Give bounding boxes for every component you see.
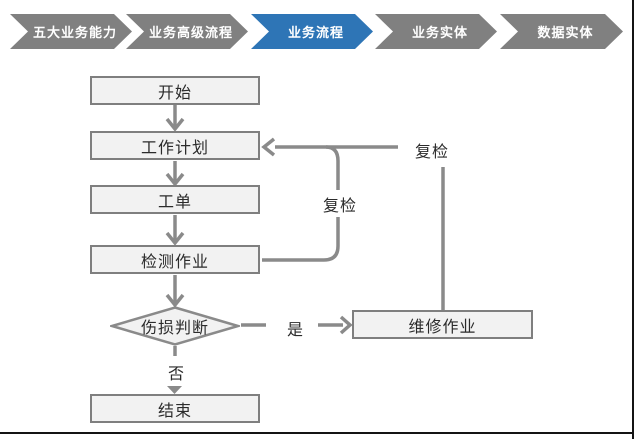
arrowhead-down-inspect-icon [165,231,185,246]
breadcrumb-step-label: 业务流程 [287,25,344,40]
edge-inspect-feedback-upper [325,145,340,190]
arrowhead-down-decision-icon [165,293,185,308]
breadcrumb: 五大业务能力 业务高级流程 业务流程 业务实体 数据实体 [0,0,634,60]
frame-bottom-line [0,432,634,434]
node-work-plan-label: 工作计划 [140,139,209,157]
breadcrumb-step-label: 业务实体 [411,25,468,40]
node-end: 结束 [90,394,260,423]
breadcrumb-step-label: 业务高级流程 [148,25,233,40]
breadcrumb-step-label: 数据实体 [537,25,594,40]
arrowhead-down-plan-icon [165,117,185,132]
edge-label-recheck-inspect: 复检 [320,191,360,217]
breadcrumb-step-data-entity[interactable]: 数据实体 [500,14,623,49]
node-work-order: 工单 [90,185,260,214]
breadcrumb-step-business-entity[interactable]: 业务实体 [375,14,497,49]
node-damage-decision-label: 伤损判断 [140,320,209,337]
node-end-label: 结束 [157,402,192,420]
breadcrumb-step-business-process[interactable]: 业务流程 [251,14,373,49]
frame-right-line [632,0,634,439]
breadcrumb-step-label: 五大业务能力 [32,25,117,40]
arrowhead-small-end-icon [167,386,182,394]
breadcrumb-step-high-level-process[interactable]: 业务高级流程 [126,14,248,49]
edge-label-no: 否 [166,359,188,385]
node-start: 开始 [90,76,260,105]
arrowhead-left-plan-icon [261,137,276,157]
arrowhead-down-order-icon [165,172,185,187]
breadcrumb-step-business-capabilities[interactable]: 五大业务能力 [10,14,132,49]
node-inspection-job-label: 检测作业 [140,253,209,271]
edge-label-recheck-repair: 复检 [412,137,452,163]
edge-inspect-feedback-lower [262,214,340,262]
edge-label-yes: 是 [285,315,307,341]
node-work-order-label: 工单 [157,193,192,211]
node-repair-job: 维修作业 [352,310,533,339]
node-start-label: 开始 [157,84,192,102]
diamond-shape [110,306,240,346]
node-inspection-job: 检测作业 [90,245,260,274]
node-damage-decision: 伤损判断 [110,306,240,346]
node-work-plan: 工作计划 [90,131,260,160]
node-repair-job-label: 维修作业 [408,318,477,336]
arrowhead-right-repair-icon [339,315,353,335]
